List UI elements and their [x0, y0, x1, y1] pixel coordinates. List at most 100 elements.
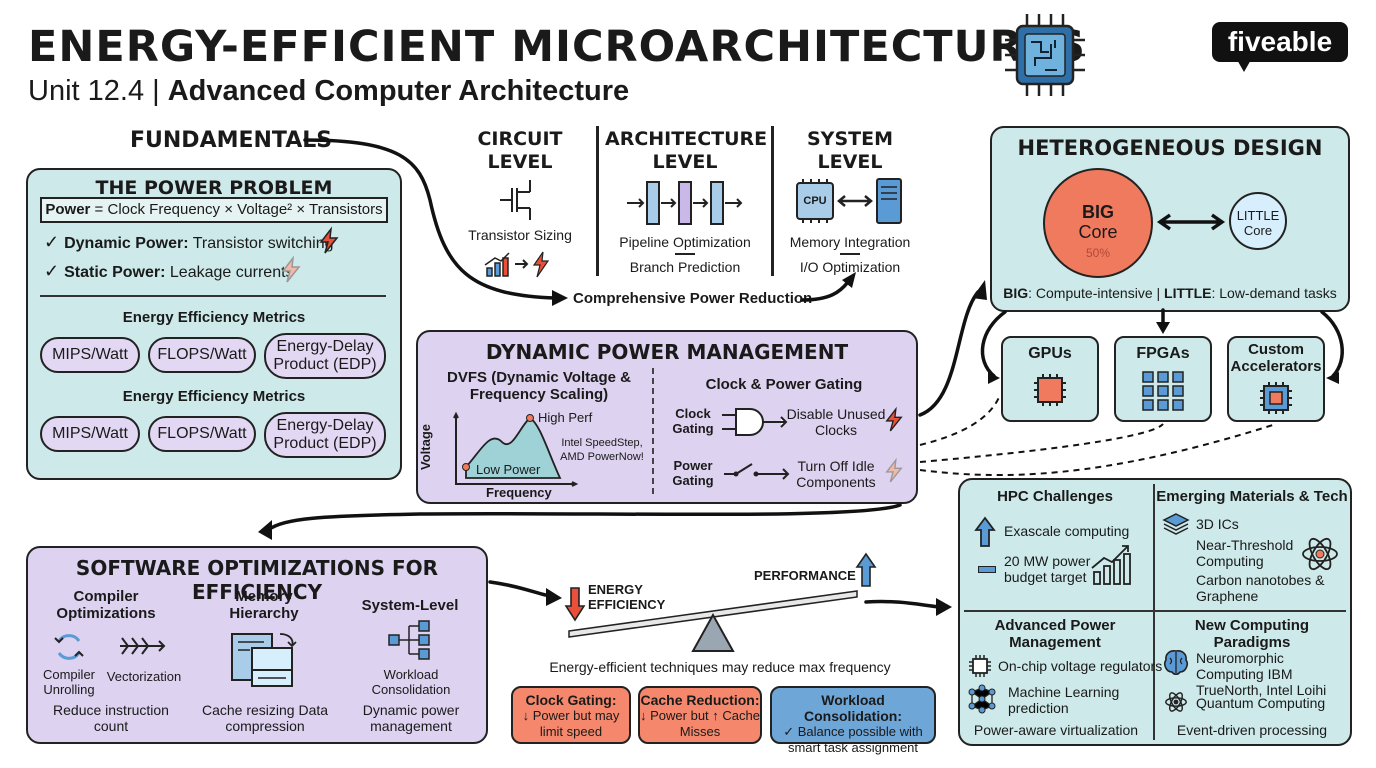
lightning-icon: [319, 226, 339, 254]
static-power-label: Static Power:: [64, 264, 166, 281]
chip-icon: [1005, 14, 1085, 96]
arch-divider: [675, 253, 695, 255]
dynamic-power-text: Transistor switching: [188, 235, 334, 252]
brain-icon: [1164, 650, 1188, 676]
refresh-icon: [54, 634, 84, 660]
fiveable-logo[interactable]: [1212, 22, 1348, 62]
lightning-icon: [885, 406, 903, 432]
heterogeneous-title: HETEROGENEOUS DESIGN: [1017, 136, 1323, 160]
up-arrow-icon: [855, 552, 877, 587]
challenges-divider-v: [1153, 484, 1155, 740]
branch-prediction-label: Branch Prediction: [629, 259, 741, 275]
turn-off-idle-components: Turn Off Idle Components: [796, 458, 876, 490]
compiler-unrolling-label: Compiler Unrolling: [42, 667, 95, 697]
paradigms-item-neuromorphic: Neuromorphic Computing IBM TrueNorth, In…: [1196, 650, 1327, 698]
pipeline-optimization-label: Pipeline Optimization: [619, 234, 751, 250]
formula-rest: = Clock Frequency × Voltage² × Transisto…: [90, 201, 383, 218]
hpc-bullet: [978, 566, 996, 573]
fiveable-logo-text: fiveable: [1227, 26, 1333, 57]
power-problem-title: THE POWER PROBLEM: [95, 177, 333, 199]
up-arrow-icon: [974, 516, 996, 547]
system-divider: [840, 253, 860, 255]
metric-mips-watt: MIPS/Watt: [40, 337, 140, 373]
gpu-card: [1001, 336, 1099, 422]
dvfs-graph-icon: [453, 411, 579, 487]
apm-item-ml: Machine Learning prediction: [1008, 684, 1120, 716]
caption-little-text: : Low-demand tasks: [1211, 285, 1337, 301]
transistor-sizing-label: Transistor Sizing: [468, 227, 572, 243]
materials-item-3d-ics: 3D ICs: [1196, 516, 1239, 532]
paradigms-item-event-driven: Event-driven processing: [1176, 722, 1328, 738]
heterogeneous-caption: BIG: Compute-intensive | LITTLE: Low-dem…: [990, 285, 1350, 301]
caption-little: LITTLE: [1164, 285, 1212, 301]
pipeline-icon: [627, 181, 743, 225]
metrics-title-1: Energy Efficiency Metrics: [122, 309, 306, 326]
seesaw-icon: [568, 590, 858, 652]
high-perf-label: High Perf: [538, 410, 593, 425]
big-core-sub: Core: [1078, 222, 1118, 242]
system-level-sw-title: System-Level: [361, 597, 459, 614]
page-title: ENERGY-EFFICIENT MICROARCHITECTURES: [28, 22, 1086, 72]
vectorization-icon: [120, 637, 166, 655]
transistor-icon: [500, 180, 531, 220]
divider: [40, 295, 386, 297]
check-icon: ✓: [44, 232, 65, 252]
materials-item-carbon: Carbon nanotobes & Graphene: [1196, 572, 1325, 604]
big-core-pct: 50%: [1085, 246, 1111, 260]
apm-item-virtualization: Power-aware virtualization: [973, 722, 1139, 738]
check-icon: ✓: [44, 261, 65, 281]
apm-title: Advanced Power Management: [994, 617, 1116, 651]
dynamic-power-item: ✓ Dynamic Power: Transistor switching: [44, 232, 334, 253]
challenges-divider-h: [964, 610, 1346, 612]
power-gating-label: Power Gating: [672, 458, 714, 488]
dvfs-examples: Intel SpeedStep, AMD PowerNow!: [560, 437, 644, 463]
disable-unused-clocks: Disable Unused Clocks: [786, 406, 886, 438]
accelerator-chip-icon: [1260, 382, 1292, 414]
tradeoff-workload-title: Workload Consolidation:: [804, 692, 902, 724]
power-formula-box: Power = Clock Frequency × Voltage² × Tra…: [40, 197, 388, 223]
faded-lightning-icon: [885, 457, 903, 483]
memory-title: Memory Hierarchy: [229, 588, 299, 622]
fundamentals-label: FUNDAMENTALS: [130, 128, 333, 153]
fpga-grid-icon: [1142, 371, 1184, 411]
tradeoff-workload: Workload Consolidation: ✓ Balance possib…: [770, 686, 936, 755]
level-divider: [771, 126, 774, 276]
tradeoff-clock-title: Clock Gating:: [525, 692, 617, 708]
little-core-sub: Core: [1243, 223, 1273, 238]
atom-icon: [1302, 537, 1338, 571]
paradigms-item-quantum: Quantum Computing: [1196, 695, 1326, 711]
paradigms-title: New Computing Paradigms: [1194, 617, 1310, 651]
materials-title: Emerging Materials & Tech: [1156, 488, 1348, 505]
cpu-memory-icon: [796, 178, 902, 224]
metric-edp: Energy-Delay Product (EDP): [264, 333, 386, 379]
tradeoff-clock-text: ↓ Power but may limit speed: [522, 708, 620, 739]
gating-title: Clock & Power Gating: [705, 376, 863, 393]
memory-integration-label: Memory Integration: [789, 234, 911, 250]
growth-chart-icon: [1091, 545, 1131, 585]
and-gate-icon: [722, 408, 788, 436]
metric-flops-watt: FLOPS/Watt: [148, 416, 256, 452]
tradeoff-cache-reduction: Cache Reduction: ↓ Power but ↑ Cache Mis…: [638, 686, 762, 744]
gpu-label: GPUs: [1028, 345, 1072, 362]
cpu-label: CPU: [803, 195, 827, 207]
low-power-label: Low Power: [476, 462, 541, 477]
static-power-text: Leakage currents: [165, 264, 294, 281]
vectorization-label: Vectorization: [106, 669, 182, 684]
workload-icon: [388, 620, 430, 660]
hpc-item-power-budget: 20 MW power budget target: [1004, 553, 1091, 585]
formula-power: Power: [45, 201, 91, 218]
little-core: [1229, 192, 1287, 250]
dpm-divider: [652, 368, 654, 494]
fpga-label: FPGAs: [1136, 345, 1190, 362]
system-desc: Dynamic power management: [362, 702, 460, 734]
tradeoff-cache-text: ↓ Power but ↑ Cache Misses: [640, 708, 760, 739]
tradeoff-workload-text: ✓ Balance possible with smart task assig…: [783, 724, 923, 755]
workload-consolidation-label: Workload Consolidation: [371, 667, 451, 697]
gpu-chip-icon: [1034, 374, 1066, 406]
dynamic-power-label: Dynamic Power:: [64, 235, 189, 252]
hpc-item-exascale: Exascale computing: [1004, 523, 1130, 539]
metric-flops-watt: FLOPS/Watt: [148, 337, 256, 373]
performance-label: PERFORMANCE: [754, 568, 856, 583]
level-divider: [596, 126, 599, 276]
